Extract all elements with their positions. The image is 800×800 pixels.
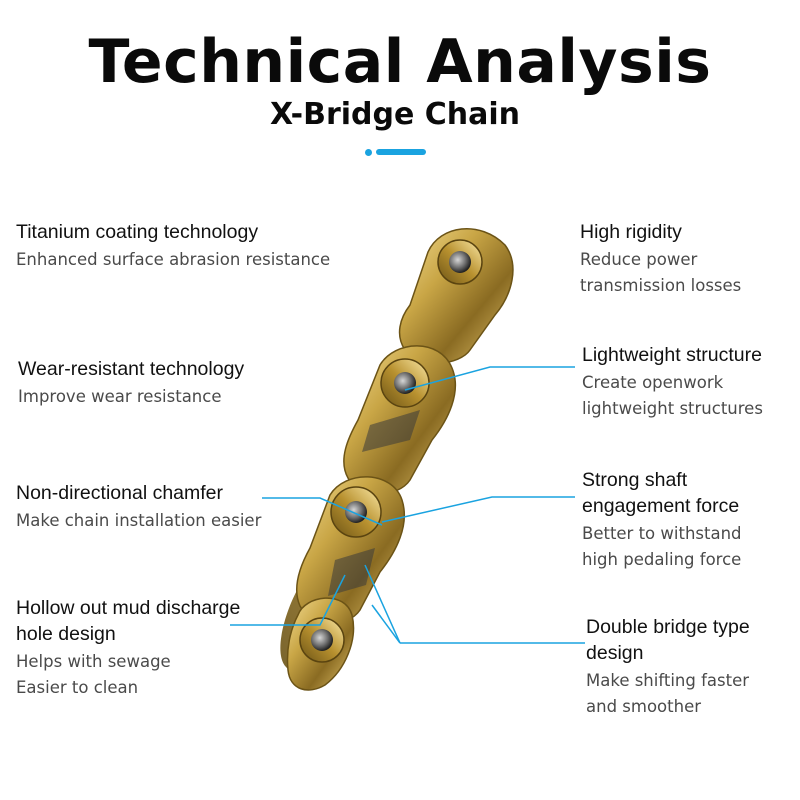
feature-double-bridge: Double bridge type design Make shifting … xyxy=(586,614,750,720)
feature-desc: Better to withstand xyxy=(582,524,742,543)
feature-hollow-mud-discharge: Hollow out mud discharge hole design Hel… xyxy=(16,595,240,701)
feature-title: Non-directional chamfer xyxy=(16,482,224,504)
feature-desc: Reduce power xyxy=(580,250,698,269)
feature-title: Hollow out mud discharge xyxy=(16,597,241,619)
chain-link-lower-mid xyxy=(296,476,406,624)
feature-desc-line2: high pedaling force xyxy=(582,550,742,569)
feature-desc: Make chain installation easier xyxy=(16,511,262,530)
feature-titanium-coating: Titanium coating technology Enhanced sur… xyxy=(16,219,330,273)
feature-strong-shaft-engagement: Strong shaft engagement force Better to … xyxy=(582,467,742,573)
feature-title: Wear-resistant technology xyxy=(18,358,245,380)
page-subtitle: X-Bridge Chain xyxy=(269,97,521,132)
feature-desc: Make shifting faster xyxy=(586,671,750,690)
callout-line-bridge-b xyxy=(371,604,401,644)
callout-line-shaft xyxy=(381,496,575,523)
feature-desc: Create openwork xyxy=(582,373,724,392)
callout-line-bridge-a xyxy=(364,564,401,644)
feature-non-directional-chamfer: Non-directional chamfer Make chain insta… xyxy=(16,480,261,534)
feature-desc-line2: and smoother xyxy=(586,697,702,716)
feature-wear-resistant: Wear-resistant technology Improve wear r… xyxy=(18,356,244,410)
callout-line-lightweight xyxy=(404,366,575,391)
callout-lines xyxy=(230,366,585,644)
feature-desc: Improve wear resistance xyxy=(18,387,222,406)
feature-title: Titanium coating technology xyxy=(16,221,259,243)
feature-title: Double bridge type xyxy=(586,616,750,638)
feature-title: Lightweight structure xyxy=(582,344,762,366)
feature-title-line2: engagement force xyxy=(582,495,740,517)
feature-high-rigidity: High rigidity Reduce power transmission … xyxy=(580,219,741,299)
chain-link-upper-mid xyxy=(343,345,457,495)
page-title: Technical Analysis xyxy=(88,27,712,97)
callout-line-mud xyxy=(230,574,346,626)
accent-dot xyxy=(365,149,372,156)
chain-link-top xyxy=(398,228,514,364)
feature-desc-line2: transmission losses xyxy=(580,276,742,295)
callout-line-chamfer xyxy=(262,497,383,526)
feature-title: Strong shaft xyxy=(582,469,688,491)
chain-link-bottom xyxy=(286,597,355,691)
feature-desc-line2: lightweight structures xyxy=(582,399,763,418)
accent-bar xyxy=(376,149,426,155)
feature-title-line2: hole design xyxy=(16,623,116,645)
feature-desc-line2: Easier to clean xyxy=(16,678,139,697)
feature-desc: Helps with sewage xyxy=(16,652,171,671)
feature-desc: Enhanced surface abrasion resistance xyxy=(16,250,331,269)
feature-title-line2: design xyxy=(586,642,644,664)
feature-lightweight-structure: Lightweight structure Create openwork li… xyxy=(582,342,763,422)
feature-title: High rigidity xyxy=(580,221,682,243)
